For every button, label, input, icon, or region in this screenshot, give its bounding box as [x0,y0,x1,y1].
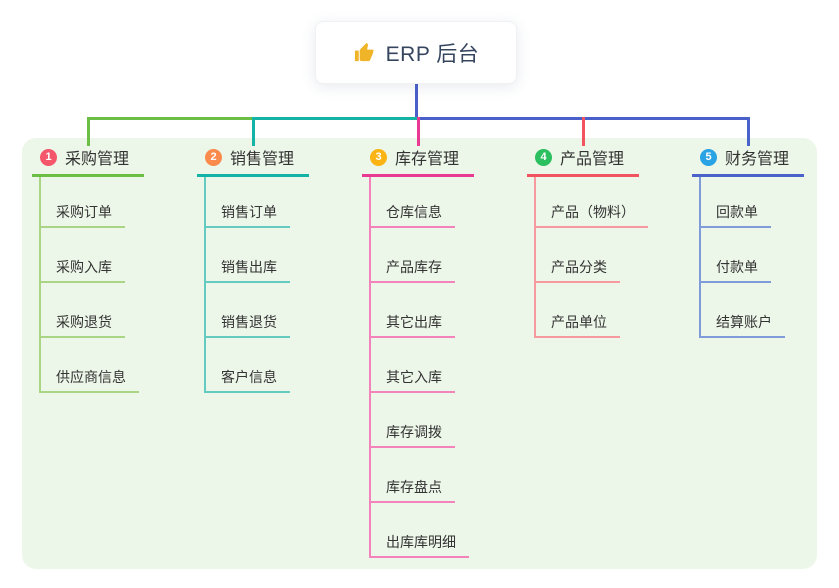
child-node: 结算账户 [699,283,822,338]
connector-hline-segment [253,117,418,120]
branch-label: 财务管理 [725,151,790,168]
child-node-label[interactable]: 回款单 [699,202,771,228]
child-node: 产品单位 [534,283,657,338]
child-node: 采购订单 [39,177,162,228]
child-node: 产品（物料） [534,177,657,228]
branch-header-1[interactable]: 1 采购管理 [32,146,144,177]
child-node-label[interactable]: 产品单位 [534,312,620,338]
branch-column-2: 2 销售管理销售订单销售出库销售退货客户信息 [197,146,327,393]
branch-number-badge: 3 [370,148,387,166]
branch-header-5[interactable]: 5 财务管理 [692,146,804,177]
child-node: 销售订单 [204,177,327,228]
child-node-label[interactable]: 库存盘点 [369,477,455,503]
child-node-label[interactable]: 付款单 [699,257,771,283]
connector-stem [415,82,418,120]
child-node: 产品分类 [534,228,657,283]
child-node-label[interactable]: 供应商信息 [39,367,139,393]
branch-children: 采购订单采购入库采购退货供应商信息 [39,177,162,393]
child-node: 采购退货 [39,283,162,338]
connector-hline-segment [87,117,253,120]
branch-header-2[interactable]: 2 销售管理 [197,146,309,177]
branch-label: 产品管理 [560,151,625,168]
child-node-label[interactable]: 销售订单 [204,202,290,228]
child-node-label[interactable]: 采购退货 [39,312,125,338]
root-node[interactable]: ERP 后台 [315,21,517,84]
branch-number-badge: 5 [700,148,717,166]
connector-drop [746,117,750,146]
child-node-label[interactable]: 产品（物料） [534,202,648,228]
child-node: 付款单 [699,228,822,283]
child-node: 回款单 [699,177,822,228]
connector-drop [86,117,90,146]
root-title: ERP 后台 [385,42,480,66]
branch-children: 仓库信息产品库存其它出库其它入库库存调拨库存盘点出库库明细 [369,177,492,558]
child-node-label[interactable]: 产品分类 [534,257,620,283]
child-node: 产品库存 [369,228,492,283]
branch-label: 销售管理 [230,151,295,168]
child-node-label[interactable]: 出库库明细 [369,532,469,558]
connector-drop [251,117,255,146]
branch-column-4: 4 产品管理产品（物料） 产品分类产品单位 [527,146,657,338]
connector-drop [416,117,420,146]
branch-number-badge: 4 [535,148,552,166]
child-node-label[interactable]: 仓库信息 [369,202,455,228]
child-node-label[interactable]: 采购订单 [39,202,125,228]
child-node-label[interactable]: 销售退货 [204,312,290,338]
child-node: 库存调拨 [369,393,492,448]
child-node: 仓库信息 [369,177,492,228]
branch-number-badge: 1 [40,148,57,166]
child-node-label[interactable]: 产品库存 [369,257,455,283]
child-node: 其它出库 [369,283,492,338]
child-node: 销售出库 [204,228,327,283]
branch-column-1: 1 采购管理采购订单采购入库采购退货供应商信息 [32,146,162,393]
branch-children: 销售订单销售出库销售退货客户信息 [204,177,327,393]
child-node: 出库库明细 [369,503,492,558]
branch-column-5: 5 财务管理回款单付款单结算账户 [692,146,822,338]
child-node-label[interactable]: 其它出库 [369,312,455,338]
connector-drop [581,117,585,146]
branch-header-3[interactable]: 3 库存管理 [362,146,474,177]
child-node-label[interactable]: 销售出库 [204,257,290,283]
child-node-label[interactable]: 其它入库 [369,367,455,393]
branch-number-badge: 2 [205,148,222,166]
child-node: 客户信息 [204,338,327,393]
child-node: 库存盘点 [369,448,492,503]
branches-panel [22,138,817,569]
branch-children: 产品（物料） 产品分类产品单位 [534,177,657,338]
child-node: 其它入库 [369,338,492,393]
branch-label: 库存管理 [395,151,460,168]
branch-header-4[interactable]: 4 产品管理 [527,146,639,177]
child-node-label[interactable]: 采购入库 [39,257,125,283]
child-node: 采购入库 [39,228,162,283]
child-node: 供应商信息 [39,338,162,393]
child-node: 销售退货 [204,283,327,338]
child-node-label[interactable]: 客户信息 [204,367,290,393]
branch-children: 回款单付款单结算账户 [699,177,822,338]
branch-label: 采购管理 [65,151,130,168]
child-node-label[interactable]: 结算账户 [699,312,785,338]
branch-column-3: 3 库存管理仓库信息产品库存其它出库其它入库库存调拨库存盘点出库库明细 [362,146,492,558]
thumb-up-icon [353,41,376,64]
child-node-label[interactable]: 库存调拨 [369,422,455,448]
